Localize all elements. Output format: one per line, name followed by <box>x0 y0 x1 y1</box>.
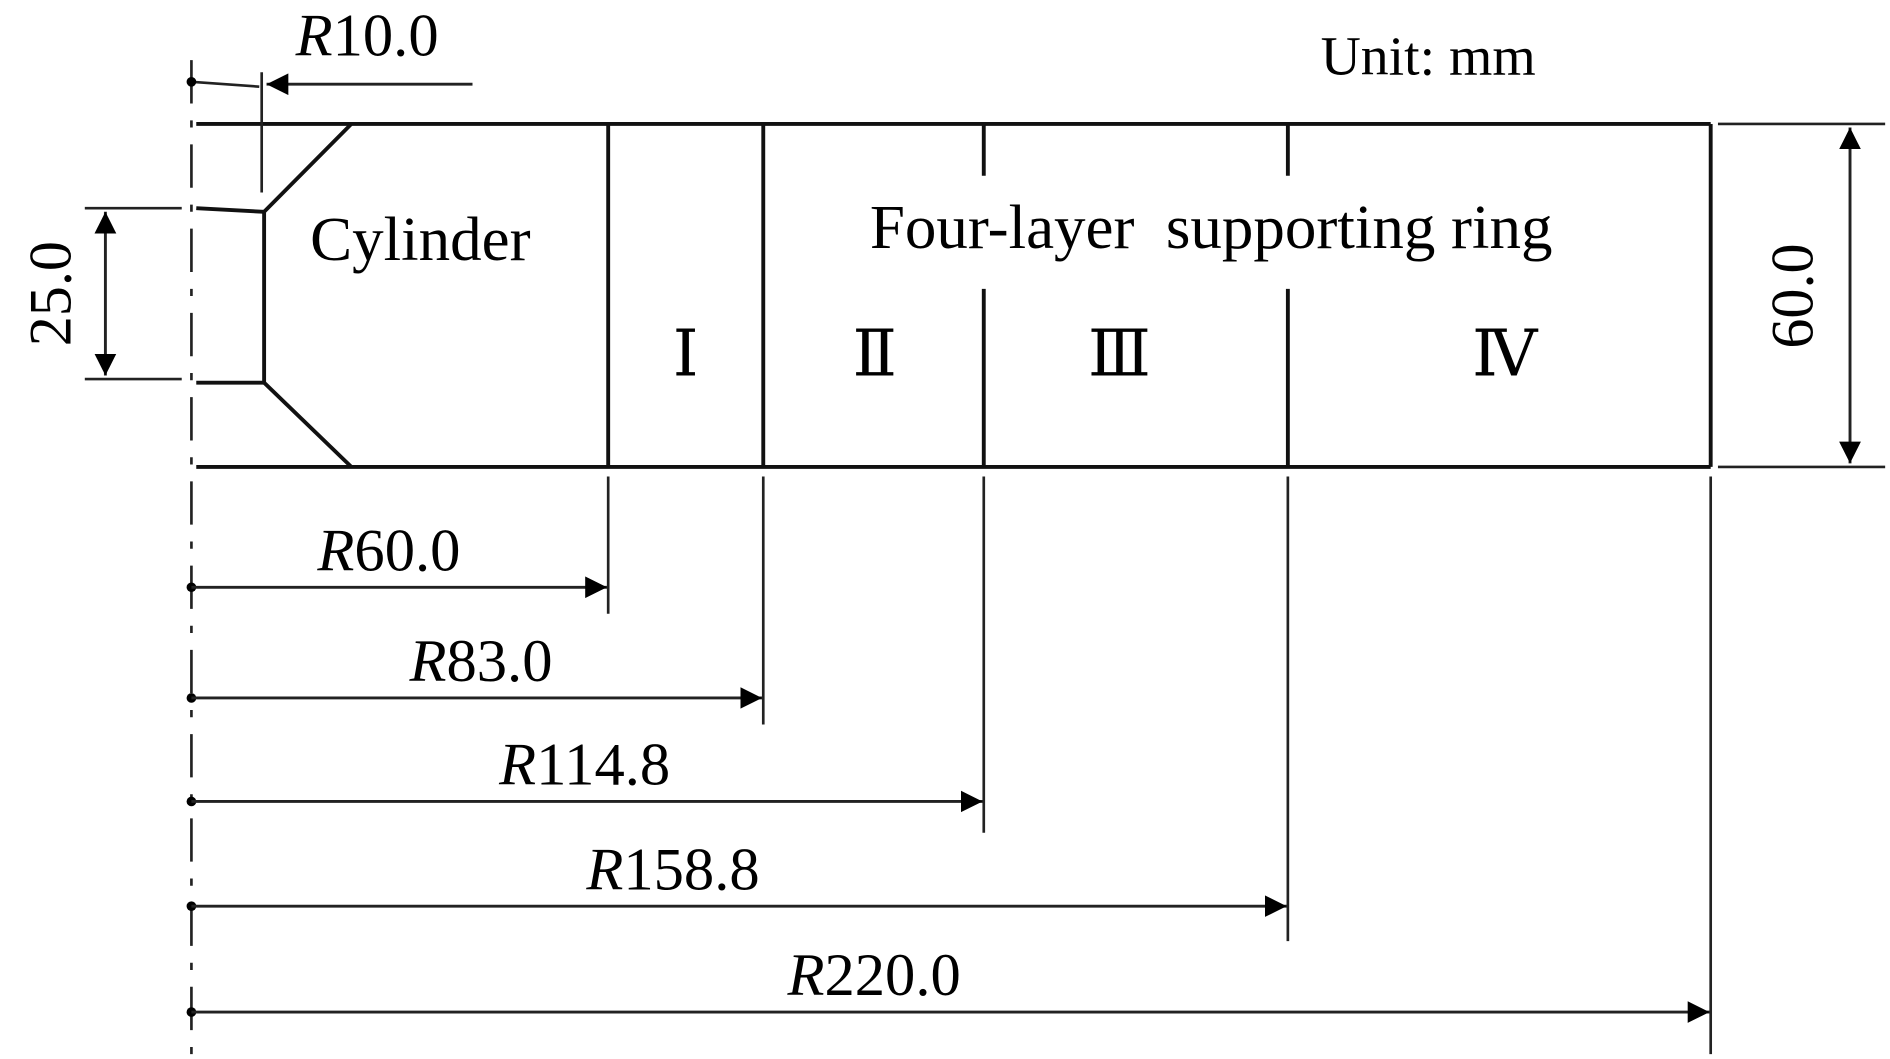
r114-8-origin-dot <box>186 796 197 807</box>
dimension-cylinder-height: 25.0 <box>17 206 182 381</box>
r220-0-label: R220.0 <box>786 942 960 1009</box>
dimension-ring-height: 60.0 <box>1717 122 1886 469</box>
r83-0-prefix: R <box>408 628 446 695</box>
r114-8-prefix: R <box>498 732 536 799</box>
r114-8-value: 114.8 <box>536 732 670 799</box>
h25-label: 25.0 <box>17 241 84 346</box>
cylinder-top-step <box>196 206 265 214</box>
r60-0-label: R60.0 <box>316 518 460 585</box>
cylinder-inner-profile <box>262 122 353 469</box>
h60-label: 60.0 <box>1759 243 1826 348</box>
ring-title-label: Four-layer supporting ring <box>870 192 1553 262</box>
r10-origin-line <box>191 80 260 88</box>
layer-label-ii: Ⅱ <box>853 319 897 391</box>
r158-8-label: R158.8 <box>585 836 759 903</box>
part-outline <box>196 122 1713 469</box>
r83-0-origin-dot <box>186 693 197 703</box>
r60-0-value: 60.0 <box>354 518 460 585</box>
r114-8-label: R114.8 <box>498 732 670 799</box>
r10-value: 10.0 <box>333 3 439 70</box>
r158-8-origin-dot <box>186 901 197 911</box>
r10-label: R10.0 <box>295 3 439 70</box>
r60-0-origin-dot <box>186 582 197 593</box>
r220-0-value: 220.0 <box>824 942 960 1009</box>
unit-label: Unit: mm <box>1321 27 1536 88</box>
layer-label-iv: Ⅳ <box>1472 319 1539 391</box>
r10-origin-dot <box>186 77 197 87</box>
r60-0-prefix: R <box>316 518 354 585</box>
r83-0-label: R83.0 <box>408 628 552 695</box>
layer-label-iii: Ⅲ <box>1088 319 1151 391</box>
r158-8-value: 158.8 <box>623 836 759 903</box>
cylinder-label: Cylinder <box>310 204 530 274</box>
layer-label-i: Ⅰ <box>673 319 699 391</box>
r10-prefix: R <box>295 3 333 70</box>
dimension-r10: R10.0 <box>186 3 473 193</box>
r220-0-origin-dot <box>186 1007 197 1017</box>
r158-8-prefix: R <box>585 836 623 903</box>
r83-0-value: 83.0 <box>446 628 552 695</box>
r220-0-prefix: R <box>786 942 824 1009</box>
